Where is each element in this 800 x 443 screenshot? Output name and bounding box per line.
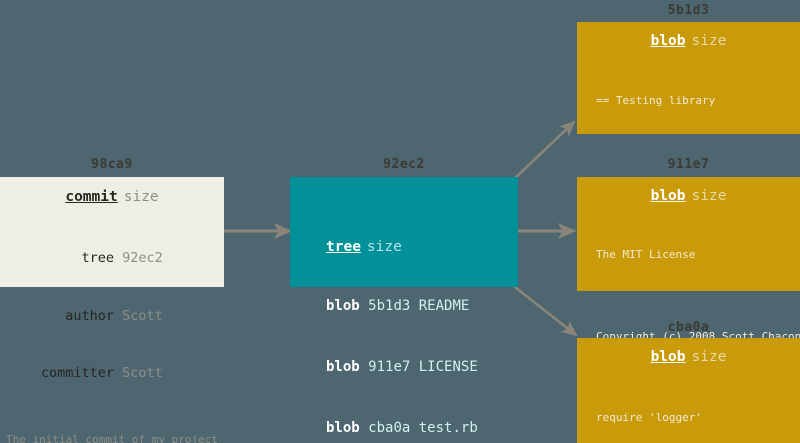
blob-license-node-label: 911e7: [667, 157, 710, 172]
blob-test-line-1: require 'logger': [596, 410, 702, 424]
blob-license-header: blob size: [577, 188, 800, 205]
blob-readme-node-label: 5b1d3: [667, 3, 710, 18]
commit-row-author-key: author: [65, 307, 114, 324]
tree-entry-license-type: blob: [326, 359, 360, 376]
blob-test-object-box[interactable]: blob size require 'logger' require 'test/…: [577, 338, 800, 443]
commit-size-label: size: [123, 189, 159, 205]
commit-object-box[interactable]: commit size tree 92ec2 author Scott commi…: [0, 177, 224, 443]
commit-message: The initial commit of my project: [6, 432, 218, 443]
tree-entry-test: blob cba0a test.rb: [326, 418, 518, 438]
commit-row-tree-key: tree: [81, 250, 114, 267]
tree-entry-readme-hash: 5b1d3: [368, 298, 411, 315]
commit-row-committer-key: committer: [40, 365, 114, 382]
tree-entry-readme-name: README: [418, 298, 470, 315]
tree-entry-rows: tree size blob 5b1d3 README blob 911e7 LI…: [290, 199, 518, 443]
blob-license-keyword: blob: [650, 188, 686, 204]
commit-keyword: commit: [65, 189, 118, 205]
commit-row-committer: committer Scott: [30, 364, 224, 383]
tree-entry-readme: blob 5b1d3 README: [326, 296, 518, 316]
commit-row-committer-value: Scott: [122, 365, 163, 382]
commit-row-author: author Scott: [30, 307, 224, 326]
blob-test-node-label: cba0a: [667, 320, 710, 335]
commit-field-rows: tree 92ec2 author Scott committer Scott: [0, 211, 224, 422]
arrow-tree-to-blob-test: [510, 282, 578, 337]
blob-readme-keyword: blob: [650, 33, 686, 49]
commit-row-tree-value: 92ec2: [122, 250, 163, 267]
tree-node-label: 92ec2: [383, 157, 425, 172]
tree-entry-test-name: test.rb: [418, 419, 478, 436]
blob-test-size-label: size: [691, 349, 727, 365]
blob-license-size-label: size: [691, 188, 727, 204]
tree-entry-license: blob 911e7 LICENSE: [326, 357, 518, 377]
commit-node-label: 98ca9: [91, 157, 133, 172]
tree-entry-license-name: LICENSE: [418, 359, 478, 376]
blob-readme-line-1: == Testing library: [596, 93, 716, 107]
blob-readme-header: blob size: [577, 33, 800, 50]
tree-entry-test-hash: cba0a: [368, 419, 411, 436]
arrow-tree-to-blob-readme: [512, 120, 576, 181]
blob-license-line-1: The MIT License: [596, 247, 696, 261]
blob-license-blank-1: [596, 292, 800, 301]
tree-keyword: tree: [326, 238, 361, 255]
blob-test-header: blob size: [577, 349, 800, 366]
blob-test-keyword: blob: [650, 349, 686, 365]
blob-readme-size-label: size: [691, 33, 727, 49]
tree-entry-license-hash: 911e7: [368, 359, 411, 376]
blob-test-content: require 'logger' require 'test/unit' cla…: [577, 382, 800, 443]
blob-readme-blank-1: [596, 138, 800, 147]
tree-entry-readme-type: blob: [326, 298, 360, 315]
commit-row-tree: tree 92ec2: [30, 249, 224, 268]
commit-header: commit size: [0, 189, 224, 206]
tree-header: tree size: [326, 238, 518, 256]
tree-object-box[interactable]: tree size blob 5b1d3 README blob 911e7 LI…: [290, 177, 518, 436]
commit-row-author-value: Scott: [122, 307, 163, 324]
tree-size-label: size: [366, 238, 402, 255]
tree-entry-test-type: blob: [326, 419, 360, 436]
